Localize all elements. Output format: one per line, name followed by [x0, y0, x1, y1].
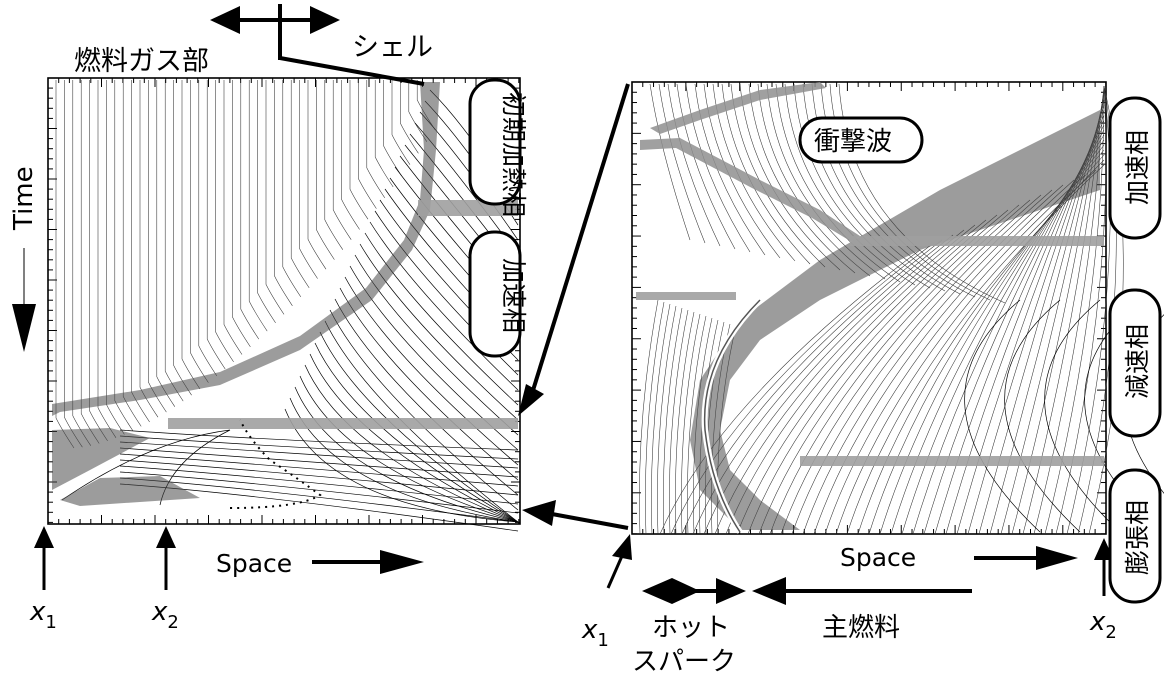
left-x1-marker: x1	[29, 526, 57, 633]
right-acceleration-band	[850, 236, 1104, 246]
right-shell-dense-region	[690, 110, 1100, 530]
panel-connectors	[518, 83, 630, 530]
pill-expansion: 膨張相	[1108, 468, 1162, 604]
pill-shock-wave: 衝撃波	[798, 116, 924, 164]
left-plot-frame	[47, 77, 521, 525]
left-x2-marker: x2	[151, 526, 179, 633]
label-hot-spark-2: スパーク	[632, 647, 736, 677]
svg-text:x2: x2	[1089, 607, 1117, 643]
left-bottom-dense-streak	[60, 476, 200, 506]
right-x1-marker: x1	[581, 534, 632, 651]
right-axis-ticks	[631, 81, 1107, 535]
label-space-left: Space	[216, 549, 292, 578]
space-arrow-head-left	[380, 550, 424, 574]
svg-text:加速相: 加速相	[1123, 130, 1152, 205]
right-shock-wave-line	[640, 138, 860, 242]
right-panel: 衝撃波 Space x1 x2	[581, 81, 1164, 677]
right-deceleration-band	[800, 456, 1104, 466]
label-shell: シェル	[352, 32, 433, 63]
svg-text:加速相: 加速相	[499, 258, 528, 333]
label-space-right: Space	[840, 543, 916, 572]
svg-text:減速相: 減速相	[1123, 324, 1152, 399]
pill-deceleration: 減速相	[1108, 288, 1162, 438]
pill-acceleration-right: 加速相	[1108, 96, 1162, 240]
label-main-fuel: 主燃料	[822, 613, 900, 643]
pill-acceleration-left: 加速相	[468, 230, 528, 358]
svg-text:初期加熱相: 初期加熱相	[499, 92, 528, 217]
svg-text:衝撃波: 衝撃波	[814, 127, 892, 157]
right-upper-left-band	[636, 292, 736, 300]
right-shock-wave-upper	[650, 82, 826, 134]
label-time: Time	[9, 166, 39, 231]
left-hotspot-dense-region	[52, 428, 150, 490]
label-fuel-gas: 燃料ガス部	[74, 46, 209, 77]
time-arrow-head	[12, 304, 36, 352]
space-arrow-head-right	[1036, 546, 1078, 570]
left-dotted-trajectory	[229, 419, 322, 509]
fuel-shell-boundary-arrow	[210, 4, 425, 86]
left-panel: 燃料ガス部 シェル Time Space x1 x2 初期加熱相	[9, 4, 528, 633]
svg-text:x1: x1	[29, 597, 57, 633]
main-fuel-range-arrow	[752, 577, 972, 605]
label-hot-spark-1: ホット	[652, 613, 730, 643]
svg-text:x1: x1	[581, 615, 609, 651]
svg-text:x2: x2	[151, 597, 179, 633]
svg-text:膨張相: 膨張相	[1123, 500, 1152, 575]
left-acceleration-band	[168, 418, 518, 429]
pill-initial-heating: 初期加熱相	[468, 78, 528, 217]
hotspot-range-arrow	[642, 578, 746, 604]
